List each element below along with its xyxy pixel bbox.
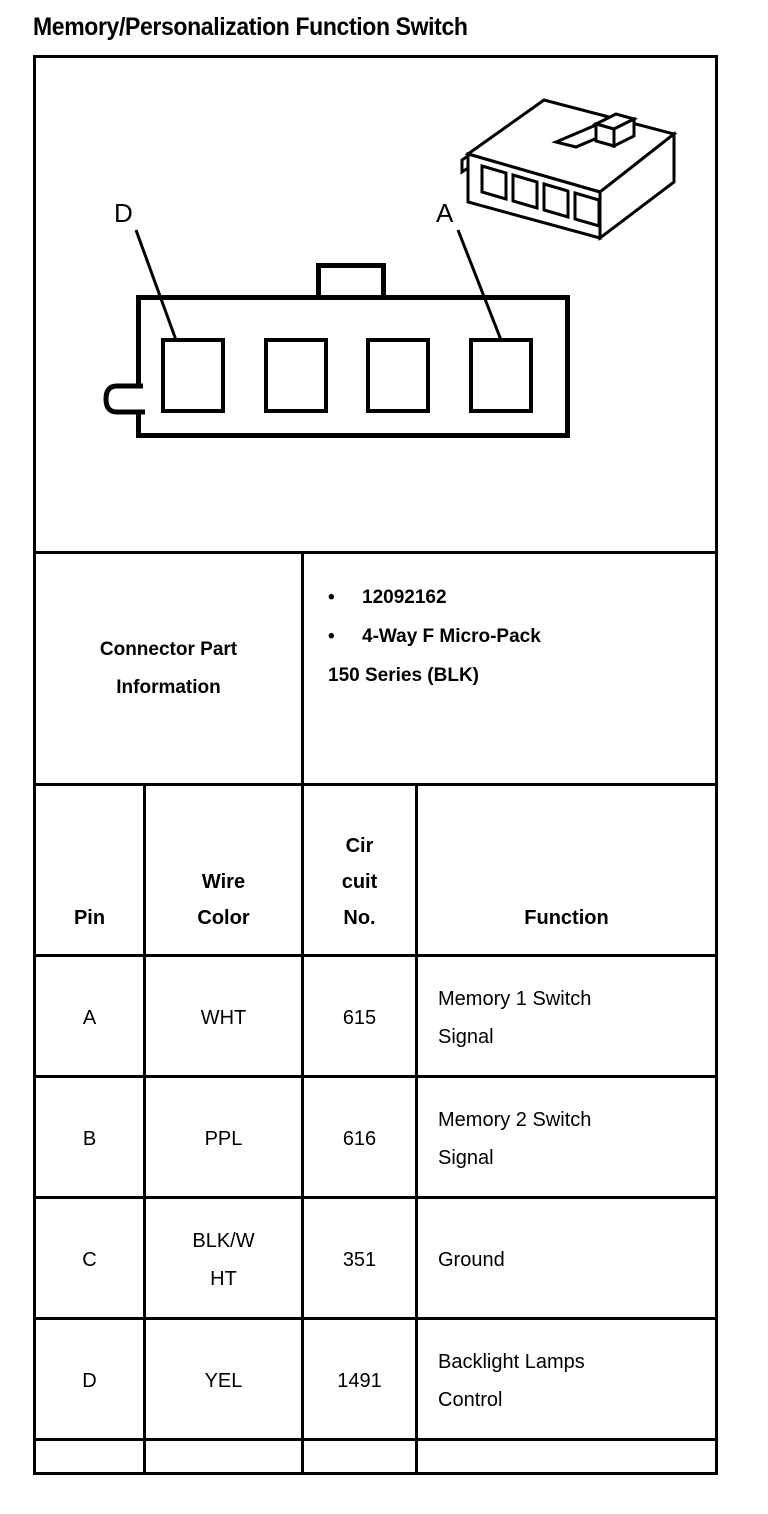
- callout-label-d: D: [114, 198, 133, 228]
- cpi-list-item: • 12092162: [328, 578, 715, 617]
- table-cell-function: Ground: [438, 1248, 505, 1271]
- cpi-column-divider: [301, 554, 304, 783]
- table-header-wire-color: Wire Color: [197, 871, 250, 929]
- illustration-table-divider: [36, 551, 715, 554]
- table-header-pin: Pin: [73, 907, 106, 929]
- table-header-function: Function: [524, 907, 609, 929]
- table-header-circuit-no: Cir cuit No.: [341, 835, 378, 929]
- cpi-list-item: • 4-Way F Micro-Pack: [328, 617, 715, 656]
- connector-info-block: D A Connector Part Information •: [33, 55, 718, 1475]
- table-cell-circuit-no: 1491: [337, 1369, 382, 1392]
- table-row-divider: [36, 1196, 715, 1199]
- table-column-divider: [143, 786, 146, 1475]
- connector-part-information-value-cell: • 12092162 • 4-Way F Micro-Pack 150 Seri…: [304, 554, 715, 783]
- connector-front-view: [103, 260, 573, 445]
- table-cell-circuit-no: 615: [342, 1006, 377, 1029]
- table-cell-pin: A: [82, 1006, 97, 1029]
- table-cell-wire-color: PPL: [204, 1127, 243, 1150]
- connector-part-information-label: Connector Part Information: [99, 638, 238, 698]
- table-row-divider: [36, 1075, 715, 1078]
- connector-cavity-a: [469, 338, 533, 413]
- connector-cavity-d: [161, 338, 225, 413]
- table-column-divider: [415, 786, 418, 1475]
- cpi-part-description-continued: 150 Series (BLK): [328, 665, 480, 686]
- connector-part-information-row: Connector Part Information • 12092162 • …: [36, 554, 715, 783]
- table-cell-pin: D: [82, 1369, 97, 1392]
- connector-polarization-key: [103, 380, 145, 420]
- bullet-icon: •: [328, 626, 335, 647]
- table-row-divider: [36, 1317, 715, 1320]
- page-title: Memory/Personalization Function Switch: [33, 13, 468, 41]
- cpi-table-divider: [36, 783, 715, 786]
- table-cell-circuit-no: 616: [342, 1127, 377, 1150]
- connector-top-tab: [316, 263, 386, 300]
- connector-illustration-panel: D A: [36, 58, 715, 551]
- table-row-divider: [36, 954, 715, 957]
- table-cell-wire-color: YEL: [204, 1369, 243, 1392]
- bullet-icon: •: [328, 587, 335, 608]
- connector-body-outline: [136, 295, 570, 438]
- table-column-divider: [301, 786, 304, 1475]
- cpi-part-description: 4-Way F Micro-Pack: [362, 626, 541, 647]
- table-cell-function: Backlight Lamps Control: [438, 1350, 585, 1411]
- table-cell-wire-color: BLK/W HT: [192, 1229, 255, 1290]
- connector-cavity-c: [264, 338, 328, 413]
- table-cell-pin: C: [82, 1248, 97, 1271]
- table-cell-pin: B: [82, 1127, 97, 1150]
- table-cell-function: Memory 1 Switch Signal: [438, 987, 592, 1048]
- pin-table: Pin Wire Color Cir cuit No. Function A W…: [36, 786, 715, 1475]
- connector-part-information-label-cell: Connector Part Information: [36, 554, 301, 783]
- cpi-part-number: 12092162: [362, 587, 447, 608]
- table-cell-wire-color: WHT: [200, 1006, 247, 1029]
- table-cell-function: Memory 2 Switch Signal: [438, 1108, 592, 1169]
- table-row-divider: [36, 1438, 715, 1441]
- table-cell-circuit-no: 351: [342, 1248, 377, 1271]
- connector-isometric-view: [456, 86, 706, 246]
- connector-cavity-b: [366, 338, 430, 413]
- callout-label-a: A: [436, 198, 454, 228]
